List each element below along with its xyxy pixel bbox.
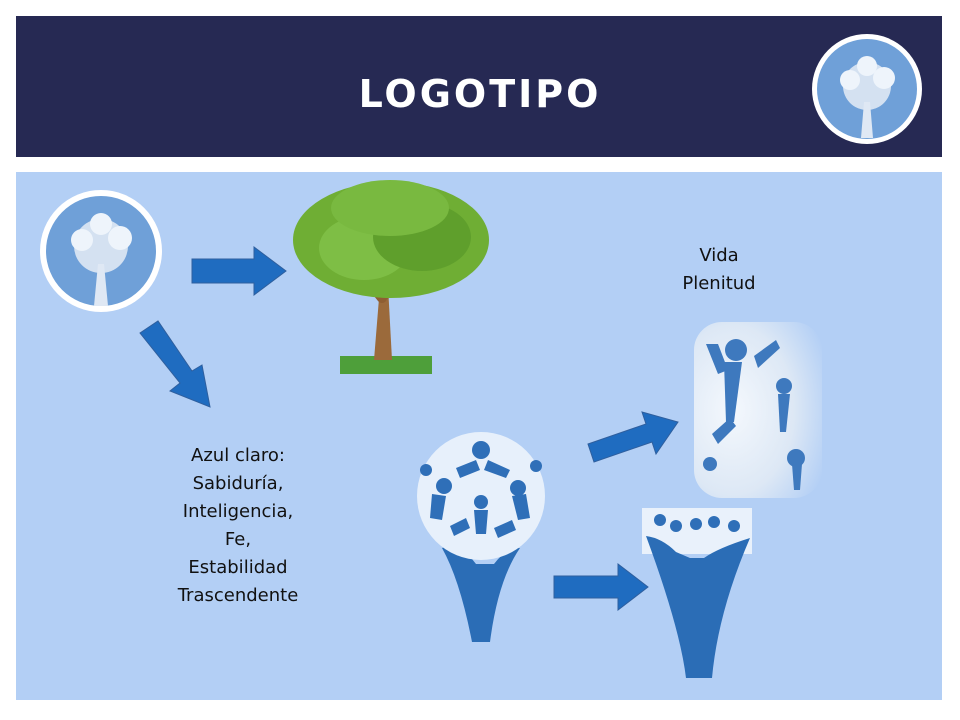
label-line: Estabilidad <box>188 557 288 578</box>
arrow-right-icon <box>553 562 649 612</box>
trunk-detail-icon <box>642 508 752 678</box>
blue-tree-icon <box>417 432 545 642</box>
label-line: Inteligencia, <box>182 501 294 522</box>
people-detail-icon <box>694 322 822 498</box>
slide-title: LOGOTIPO <box>358 72 602 116</box>
label-line: Plenitud <box>682 273 756 294</box>
label-line: Sabiduría, <box>192 473 284 494</box>
label-line: Trascendente <box>177 585 299 606</box>
title-bar <box>16 16 942 157</box>
label-azul-claro: Azul claro: Sabiduría, Inteligencia, Fe,… <box>150 442 326 610</box>
logo-icon <box>40 190 162 312</box>
label-vida-plenitud: Vida Plenitud <box>660 242 778 298</box>
header-logo-icon <box>812 34 922 144</box>
label-line: Vida <box>699 245 739 266</box>
label-line: Azul claro: <box>191 445 285 466</box>
tree-icon <box>293 180 489 374</box>
label-line: Fe, <box>224 529 252 550</box>
arrow-up-right-icon <box>587 411 679 463</box>
arrow-right-icon <box>191 246 287 296</box>
arrow-down-right-icon <box>139 320 211 408</box>
